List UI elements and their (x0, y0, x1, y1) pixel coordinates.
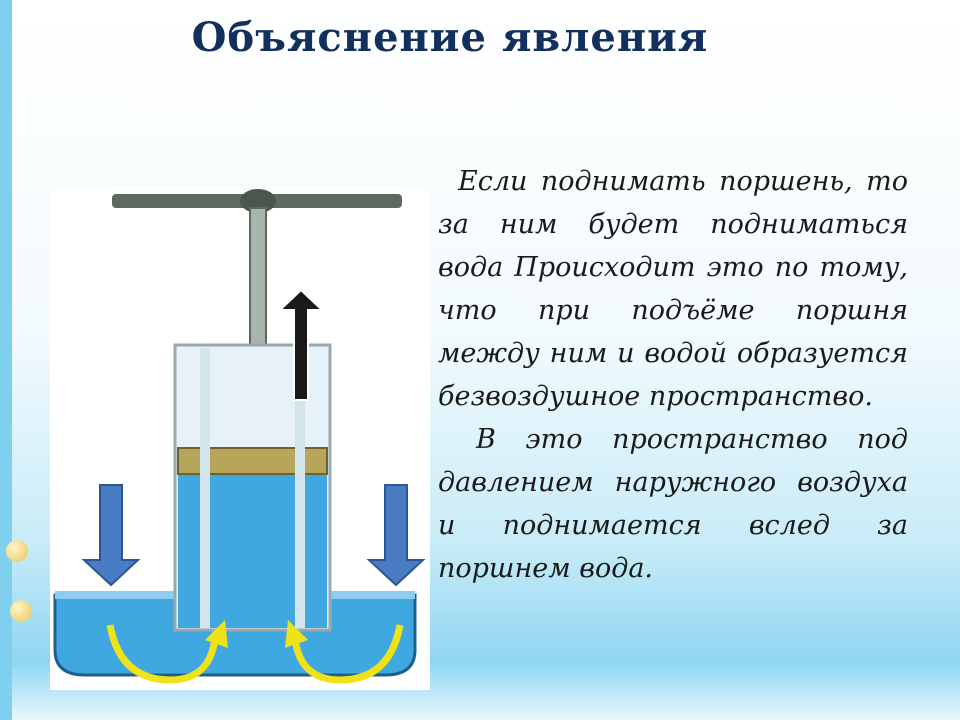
paragraph-2: В это пространство под давлением наружно… (438, 424, 908, 584)
pump-diagram (50, 189, 430, 690)
decorative-dots (0, 520, 40, 680)
up-arrow (277, 288, 325, 401)
slide-title: Объяснение явления (191, 14, 709, 61)
curved-arrow-left (106, 624, 219, 684)
down-arrow-left (81, 484, 141, 587)
curved-arrow-right (291, 624, 404, 684)
down-arrow-right (366, 484, 426, 587)
paragraph-1: Если поднимать поршень, то за ним будет … (438, 166, 908, 412)
explanation-text: Если поднимать поршень, то за ним будет … (438, 160, 908, 590)
